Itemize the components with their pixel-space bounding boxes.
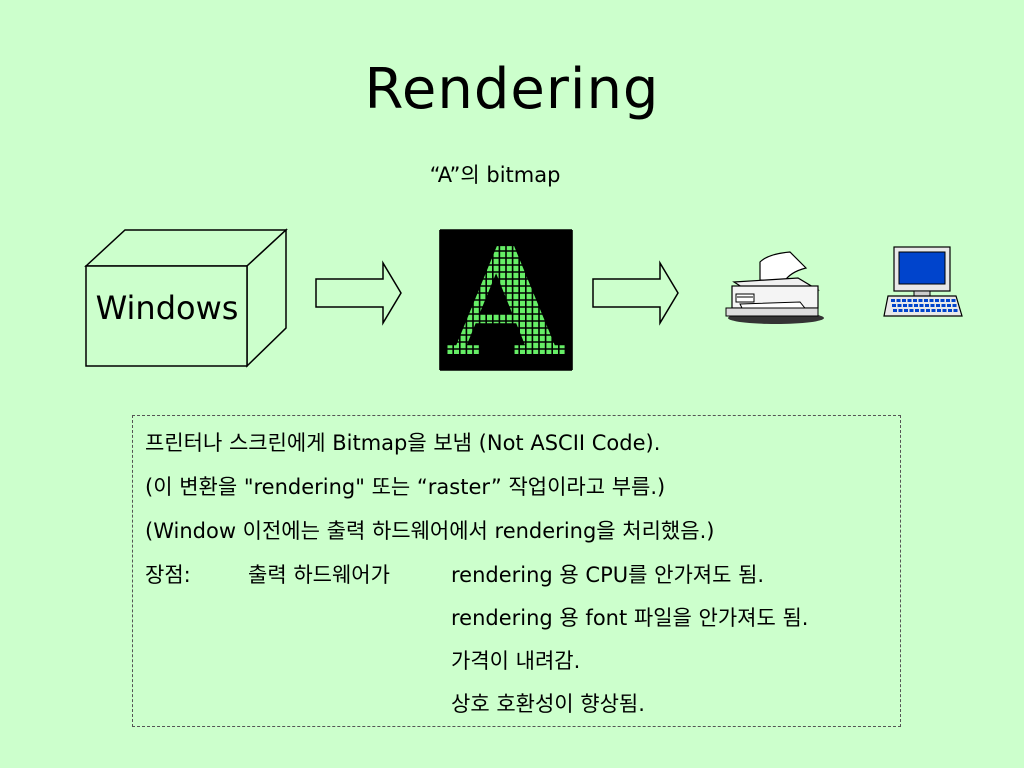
keyboard-key (946, 299, 950, 302)
keyboard-key (948, 309, 952, 312)
windows-box (84, 228, 288, 368)
keyboard-key (940, 299, 945, 302)
keyboard-key (893, 309, 897, 312)
keyboard-key (897, 304, 902, 307)
arrow-right-icon (315, 260, 402, 326)
advantage-item: 상호 호환성이 향상됨. (451, 692, 645, 716)
keyboard-key (951, 299, 956, 302)
keyboard-key (913, 299, 917, 302)
keyboard-key (918, 299, 923, 302)
notes-line-1: 프린터나 스크린에게 Bitmap을 보냄 (Not ASCII Code). (145, 431, 661, 455)
keyboard-key (947, 304, 951, 307)
advantages-label: 장점: (145, 563, 191, 587)
keyboard-key (914, 304, 918, 307)
keyboard-key (941, 304, 946, 307)
advantages-subject: 출력 하드웨어가 (248, 563, 390, 587)
arrow-right-icon (592, 260, 679, 326)
keyboard-key (925, 304, 929, 307)
keyboard-key (953, 309, 958, 312)
keyboard-key (904, 309, 908, 312)
printer-icon (725, 251, 824, 324)
slide-title: Rendering (364, 57, 660, 122)
keyboard-key (930, 304, 935, 307)
keyboard-key (935, 299, 939, 302)
keyboard-key (908, 304, 913, 307)
keyboard-key (903, 304, 907, 307)
keyboard-key (907, 299, 912, 302)
keyboard-key (909, 309, 914, 312)
windows-label: Windows (95, 289, 239, 327)
notes-line-2: (이 변환을 "rendering" 또는 “raster” 작업이라고 부름.… (145, 475, 666, 499)
keyboard-key (924, 299, 928, 302)
keyboard-key (892, 304, 896, 307)
keyboard-key (919, 304, 924, 307)
keyboard-key (926, 309, 930, 312)
keyboard-key (915, 309, 919, 312)
keyboard-key (942, 309, 947, 312)
keyboard-key (937, 309, 941, 312)
keyboard-key (920, 309, 925, 312)
keyboard-key (952, 304, 957, 307)
advantage-item: rendering 용 CPU를 안가져도 됨. (451, 563, 765, 587)
keyboard-key (936, 304, 940, 307)
notes-line-3: (Window 이전에는 출력 하드웨어에서 rendering을 처리했음.) (145, 519, 715, 543)
notes-box: 프린터나 스크린에게 Bitmap을 보냄 (Not ASCII Code). … (132, 415, 901, 727)
keyboard-key (896, 299, 901, 302)
advantage-item: 가격이 내려감. (451, 649, 581, 673)
computer-icon (883, 246, 963, 317)
keyboard-key (902, 299, 906, 302)
advantage-item: rendering 용 font 파일을 안가져도 됨. (451, 606, 809, 630)
keyboard-key (929, 299, 934, 302)
keyboard-key (898, 309, 903, 312)
keyboard-key (931, 309, 936, 312)
keyboard-key (891, 299, 895, 302)
bitmap-caption: “A”의 bitmap (429, 163, 561, 187)
bitmap-grid: A (439, 215, 573, 389)
